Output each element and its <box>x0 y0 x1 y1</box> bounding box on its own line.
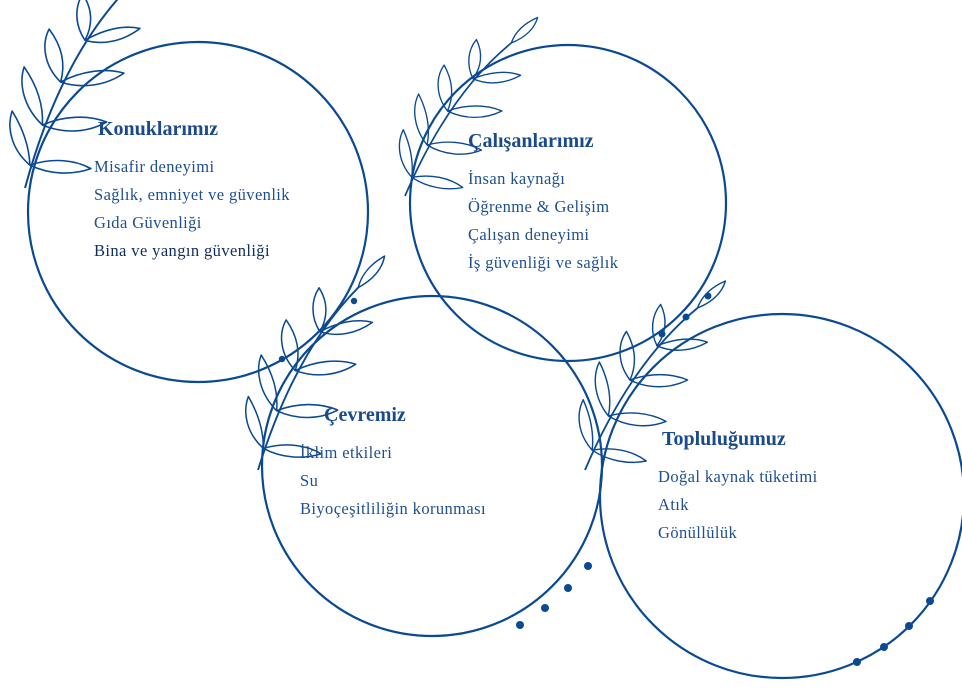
list-item: Öğrenme & Gelişim <box>468 197 610 216</box>
circle-toplulugumuz <box>598 312 962 680</box>
circle-konuklarimiz <box>26 40 370 384</box>
group-konuklarimiz: Konuklarımız Misafir deneyimi Sağlık, em… <box>94 118 290 265</box>
list-item: Su <box>300 471 319 490</box>
group-cevremiz: Çevremiz İklim etkileri Su Biyoçeşitlili… <box>300 404 486 523</box>
group-toplulugumuz: Topluluğumuz Doğal kaynak tüketimi Atık … <box>658 428 818 547</box>
list-item: Gönüllülük <box>658 523 738 542</box>
list-item: Doğal kaynak tüketimi <box>658 467 818 486</box>
list-item: Sağlık, emniyet ve güvenlik <box>94 185 290 204</box>
list-item: Bina ve yangın güvenliği <box>94 241 270 260</box>
list-item: İş güvenliği ve sağlık <box>468 253 619 272</box>
group-title: Topluluğumuz <box>662 428 786 450</box>
list-item: İklim etkileri <box>300 443 393 462</box>
list-item: Biyoçeşitliliğin korunması <box>300 499 486 518</box>
group-title: Konuklarımız <box>98 118 219 140</box>
list-item: İnsan kaynağı <box>468 169 566 188</box>
list-item: Gıda Güvenliği <box>94 213 202 232</box>
circle-calisanlarimiz <box>408 43 728 363</box>
decorative-dots <box>278 292 934 666</box>
group-title: Çalışanlarımız <box>468 130 594 152</box>
list-item: Misafir deneyimi <box>94 157 215 176</box>
list-item: Çalışan deneyimi <box>468 225 590 244</box>
group-calisanlarimiz: Çalışanlarımız İnsan kaynağı Öğrenme & G… <box>468 130 618 277</box>
group-title: Çevremiz <box>324 404 406 426</box>
list-item: Atık <box>658 495 689 514</box>
